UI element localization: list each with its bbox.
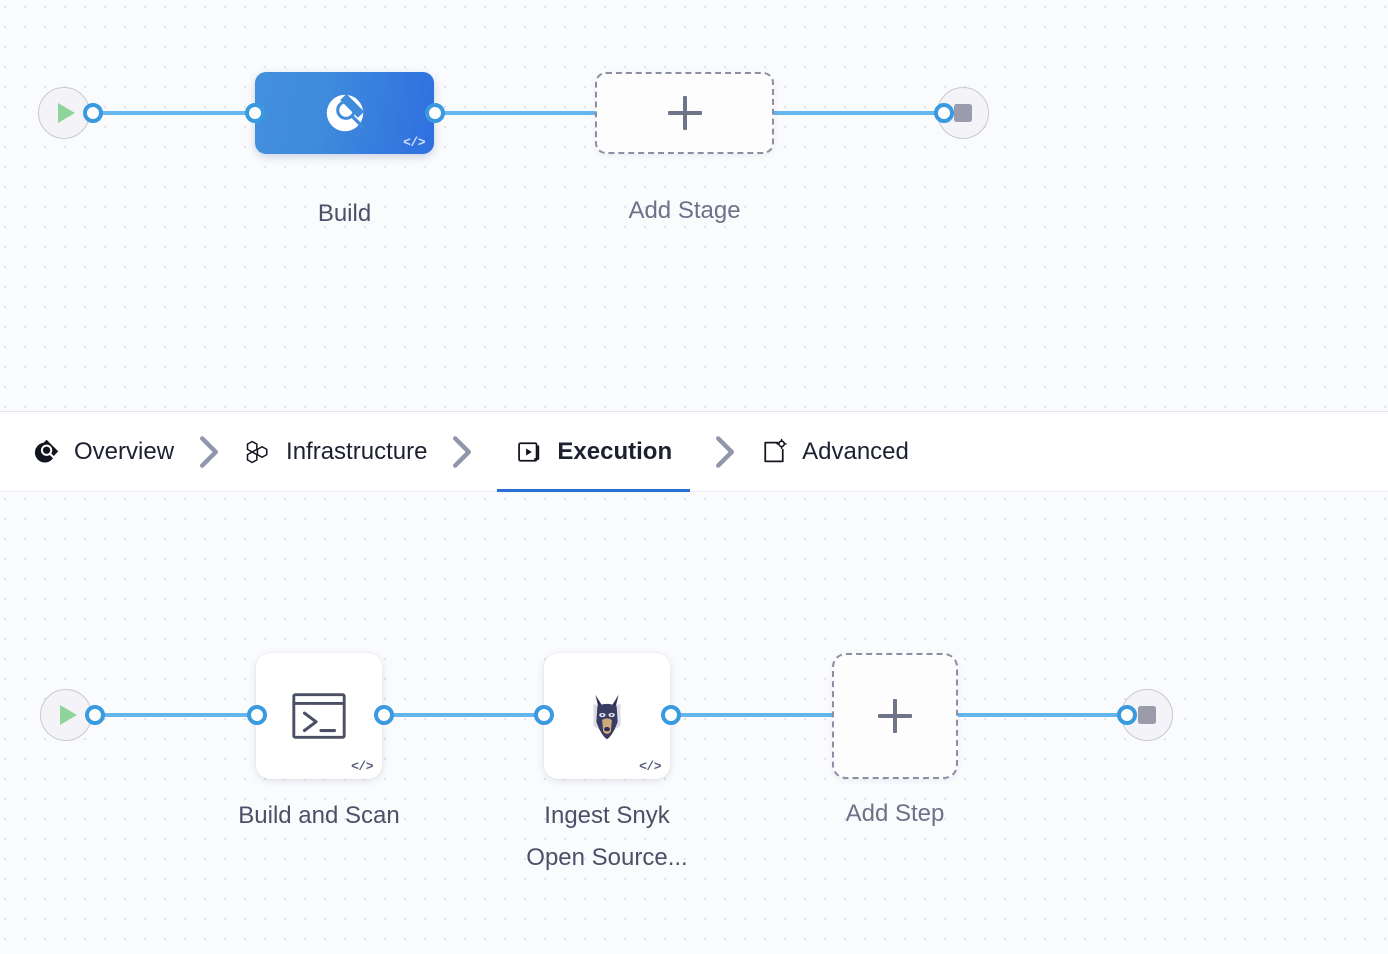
tab-separator-2 [427,435,497,469]
code-badge: </> [351,759,373,774]
chevron-right-icon [453,435,472,468]
hexagons-icon [246,440,268,463]
edge-buildscan-to-snyk [380,713,552,717]
stage-canvas[interactable]: </> Build Add Stage [0,0,1388,411]
tab-advanced[interactable]: Advanced [760,411,909,492]
edge-addstep-to-end [955,713,1133,717]
stage-end-node[interactable] [937,87,989,139]
chevron-right-icon [716,435,735,468]
overview-scan-icon [34,439,59,462]
snyk-scan-icon [326,93,365,132]
port-end-in[interactable] [934,103,954,123]
stage-node-build-label: Build [317,200,372,227]
step-node-build-and-scan[interactable]: </> [256,653,382,779]
stage-config-tabbar: Overview Infrastructure Execution [0,411,1388,494]
tab-overview[interactable]: Overview [32,411,174,492]
add-stage-button[interactable] [595,72,774,154]
play-icon [60,705,77,725]
add-stage-label: Add Stage [628,197,741,224]
port-snyk-out[interactable] [661,705,681,725]
plus-icon [667,96,702,130]
plus-icon [878,699,912,733]
snyk-dog-icon [593,694,621,740]
edge-build-to-addstage [430,111,605,115]
tab-overview-label: Overview [74,437,175,465]
add-step-label: Add Step [845,800,945,827]
port-step-end-in[interactable] [1117,705,1137,725]
document-gear-icon [764,438,787,462]
port-step-start-out[interactable] [85,705,105,725]
stage-graph: </> Build Add Stage [0,0,1388,411]
port-buildscan-in[interactable] [247,705,267,725]
port-buildscan-out[interactable] [374,705,394,725]
play-box-icon [518,441,540,462]
stage-node-build[interactable]: </> [255,72,434,154]
step-node-ingest-snyk[interactable]: </> [544,653,670,779]
tab-execution-label: Execution [557,437,673,465]
tab-separator-1 [174,435,244,469]
step-node-build-and-scan-label: Build and Scan [238,802,400,829]
code-badge: </> [403,135,425,150]
step-node-ingest-snyk-label: Ingest Snyk Open Source... [526,802,688,871]
stop-icon [954,104,972,122]
code-badge: </> [639,759,661,774]
tab-execution[interactable]: Execution [497,411,690,494]
edge-start-to-build [90,111,262,115]
tab-infrastructure-label: Infrastructure [286,437,428,465]
execution-canvas[interactable]: </> Build and Scan [0,492,1388,954]
port-start-out[interactable] [83,103,103,123]
tab-separator-3 [690,435,760,469]
edge-start-to-buildscan [92,713,267,717]
port-build-in[interactable] [245,103,265,123]
port-snyk-in[interactable] [534,705,554,725]
edge-addstage-to-end [765,111,947,115]
chevron-right-icon [200,435,219,468]
stage-start-node[interactable] [38,87,90,139]
step-graph: </> Build and Scan [0,492,1388,954]
edge-snyk-to-addstep [665,713,843,717]
tab-infrastructure[interactable]: Infrastructure [244,411,427,492]
terminal-icon [292,693,346,739]
stop-icon [1138,706,1156,724]
add-step-button[interactable] [832,653,958,779]
port-build-out[interactable] [425,103,445,123]
tab-advanced-label: Advanced [802,437,909,465]
play-icon [58,103,75,123]
